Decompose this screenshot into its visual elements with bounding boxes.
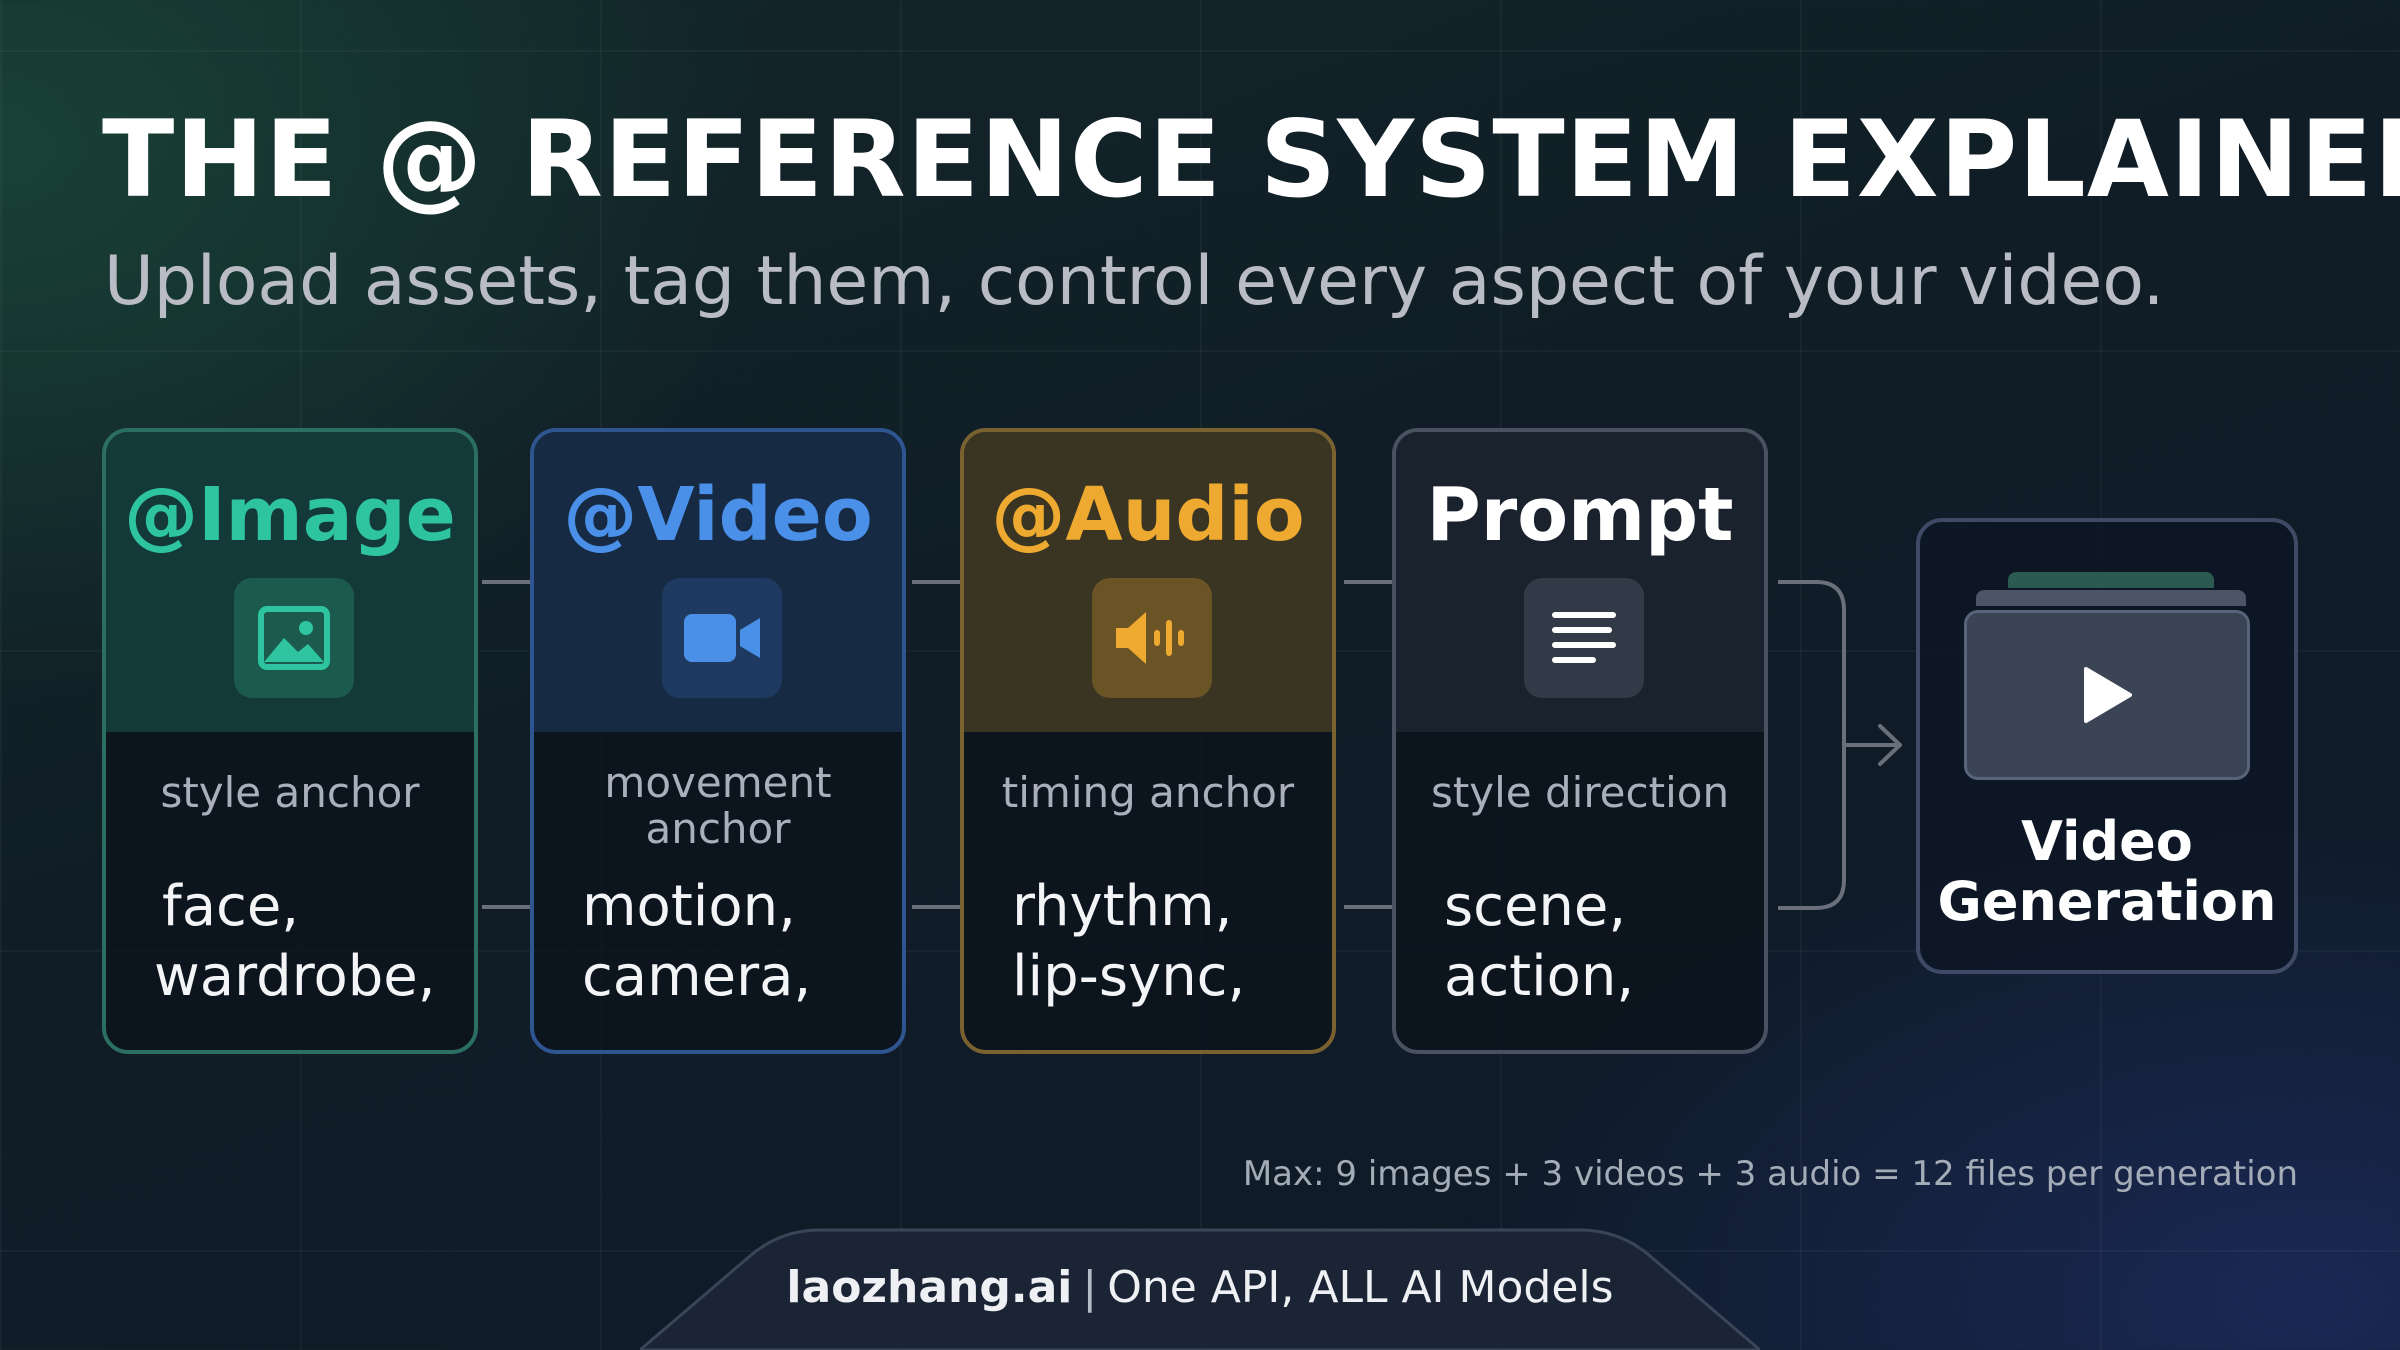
video-camera-icon bbox=[662, 578, 782, 698]
card-uses: face, wardrobe, bbox=[154, 872, 436, 1012]
audio-icon bbox=[1092, 578, 1212, 698]
page-subtitle: Upload assets, tag them, control every a… bbox=[104, 242, 2165, 321]
card-role: timing anchor bbox=[1001, 768, 1295, 817]
card-uses: scene, action, bbox=[1444, 872, 1634, 1012]
video-generation-output: Video Generation bbox=[1916, 518, 2298, 974]
image-reference-card: @Image style anchor face, wardrobe, bbox=[102, 428, 478, 1054]
footer-tagline: One API, ALL AI Models bbox=[1107, 1262, 1614, 1313]
card-title: Prompt bbox=[1426, 472, 1734, 558]
audio-reference-card: @Audio timing anchor rhythm, lip-sync, bbox=[960, 428, 1336, 1054]
card-use-line: action, bbox=[1444, 944, 1635, 1009]
card-title: @Image bbox=[124, 472, 456, 558]
card-use-line: lip-sync, bbox=[1012, 944, 1246, 1009]
connector-image-video-bottom bbox=[482, 905, 532, 909]
output-label-line: Video bbox=[2021, 810, 2193, 873]
card-role: style anchor bbox=[160, 768, 420, 817]
connector-audio-prompt-bottom bbox=[1344, 905, 1394, 909]
card-uses: motion, camera, bbox=[582, 872, 811, 1012]
connector-video-audio-top bbox=[912, 580, 962, 584]
card-title: @Audio bbox=[991, 472, 1305, 558]
card-use-line: face, bbox=[162, 874, 300, 939]
card-role: movement anchor bbox=[534, 760, 902, 852]
connector-video-audio-bottom bbox=[912, 905, 962, 909]
card-role-line: movement bbox=[604, 758, 832, 807]
card-role: style direction bbox=[1430, 768, 1730, 817]
connector-image-video-top bbox=[482, 580, 532, 584]
merge-arrow bbox=[1778, 580, 1902, 910]
prompt-card: Prompt style direction scene, action, bbox=[1392, 428, 1768, 1054]
card-use-line: scene, bbox=[1444, 874, 1627, 939]
text-lines-icon bbox=[1524, 578, 1644, 698]
footer-text: laozhang.ai|One API, ALL AI Models bbox=[640, 1262, 1760, 1313]
output-label: Video Generation bbox=[1920, 812, 2294, 932]
file-limit-note: Max: 9 images + 3 videos + 3 audio = 12 … bbox=[1242, 1154, 2298, 1194]
card-title: @Video bbox=[563, 472, 873, 558]
card-uses: rhythm, lip-sync, bbox=[1012, 872, 1245, 1012]
stack-layer bbox=[2008, 572, 2214, 588]
output-label-line: Generation bbox=[1937, 870, 2277, 933]
card-use-line: wardrobe, bbox=[154, 944, 436, 1009]
image-icon bbox=[234, 578, 354, 698]
video-reference-card: @Video movement anchor motion, camera, bbox=[530, 428, 906, 1054]
card-use-line: rhythm, bbox=[1012, 874, 1233, 939]
play-icon bbox=[1964, 610, 2250, 780]
footer-bar bbox=[640, 1228, 1760, 1350]
card-use-line: camera, bbox=[582, 944, 812, 1009]
card-role-line: anchor bbox=[645, 804, 791, 853]
connector-audio-prompt-top bbox=[1344, 580, 1394, 584]
footer-separator: | bbox=[1082, 1262, 1098, 1313]
stack-layer bbox=[1976, 590, 2246, 606]
card-use-line: motion, bbox=[582, 874, 796, 939]
page-title: THE @ REFERENCE SYSTEM EXPLAINED bbox=[102, 98, 2400, 221]
brand-name[interactable]: laozhang.ai bbox=[786, 1262, 1073, 1313]
